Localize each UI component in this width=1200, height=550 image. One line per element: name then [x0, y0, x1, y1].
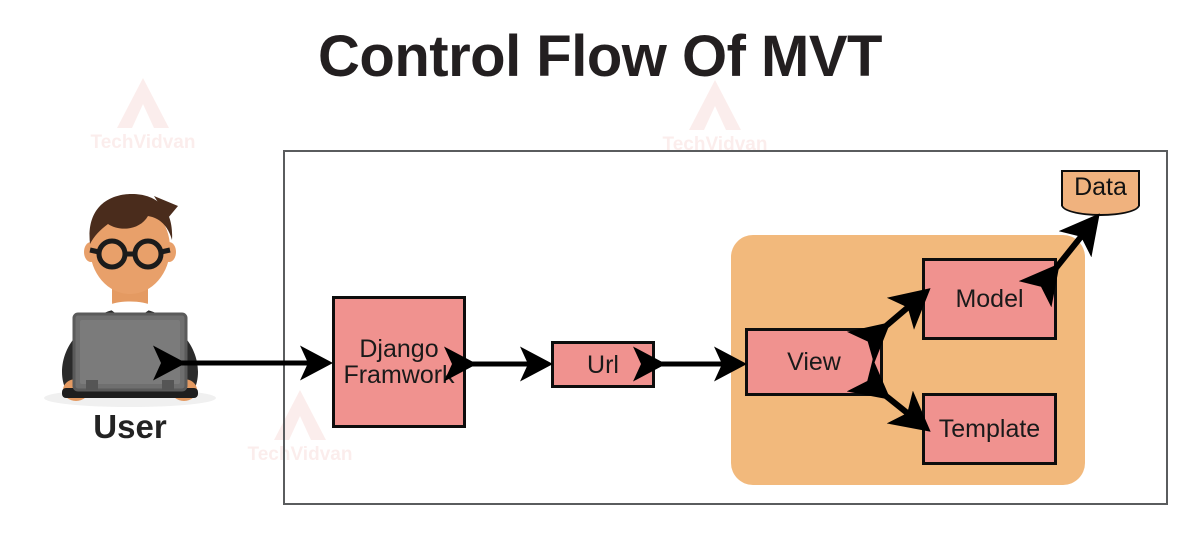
- system-boundary: [283, 150, 1168, 505]
- node-url[interactable]: Url: [551, 341, 655, 388]
- user-illustration-icon: [44, 194, 216, 407]
- cylinder-body: [1061, 170, 1140, 206]
- watermark: TechVidvan: [68, 76, 218, 166]
- node-django-framework[interactable]: Django Framwork: [332, 296, 466, 428]
- node-data-store[interactable]: Data: [1061, 170, 1140, 216]
- node-template[interactable]: Template: [922, 393, 1057, 465]
- node-data-label: Data: [1074, 172, 1127, 201]
- user-label: User: [93, 408, 167, 445]
- node-model[interactable]: Model: [922, 258, 1057, 340]
- node-view[interactable]: View: [745, 328, 883, 396]
- page-title: Control Flow Of MVT: [318, 24, 882, 89]
- watermark-text: TechVidvan: [90, 132, 196, 153]
